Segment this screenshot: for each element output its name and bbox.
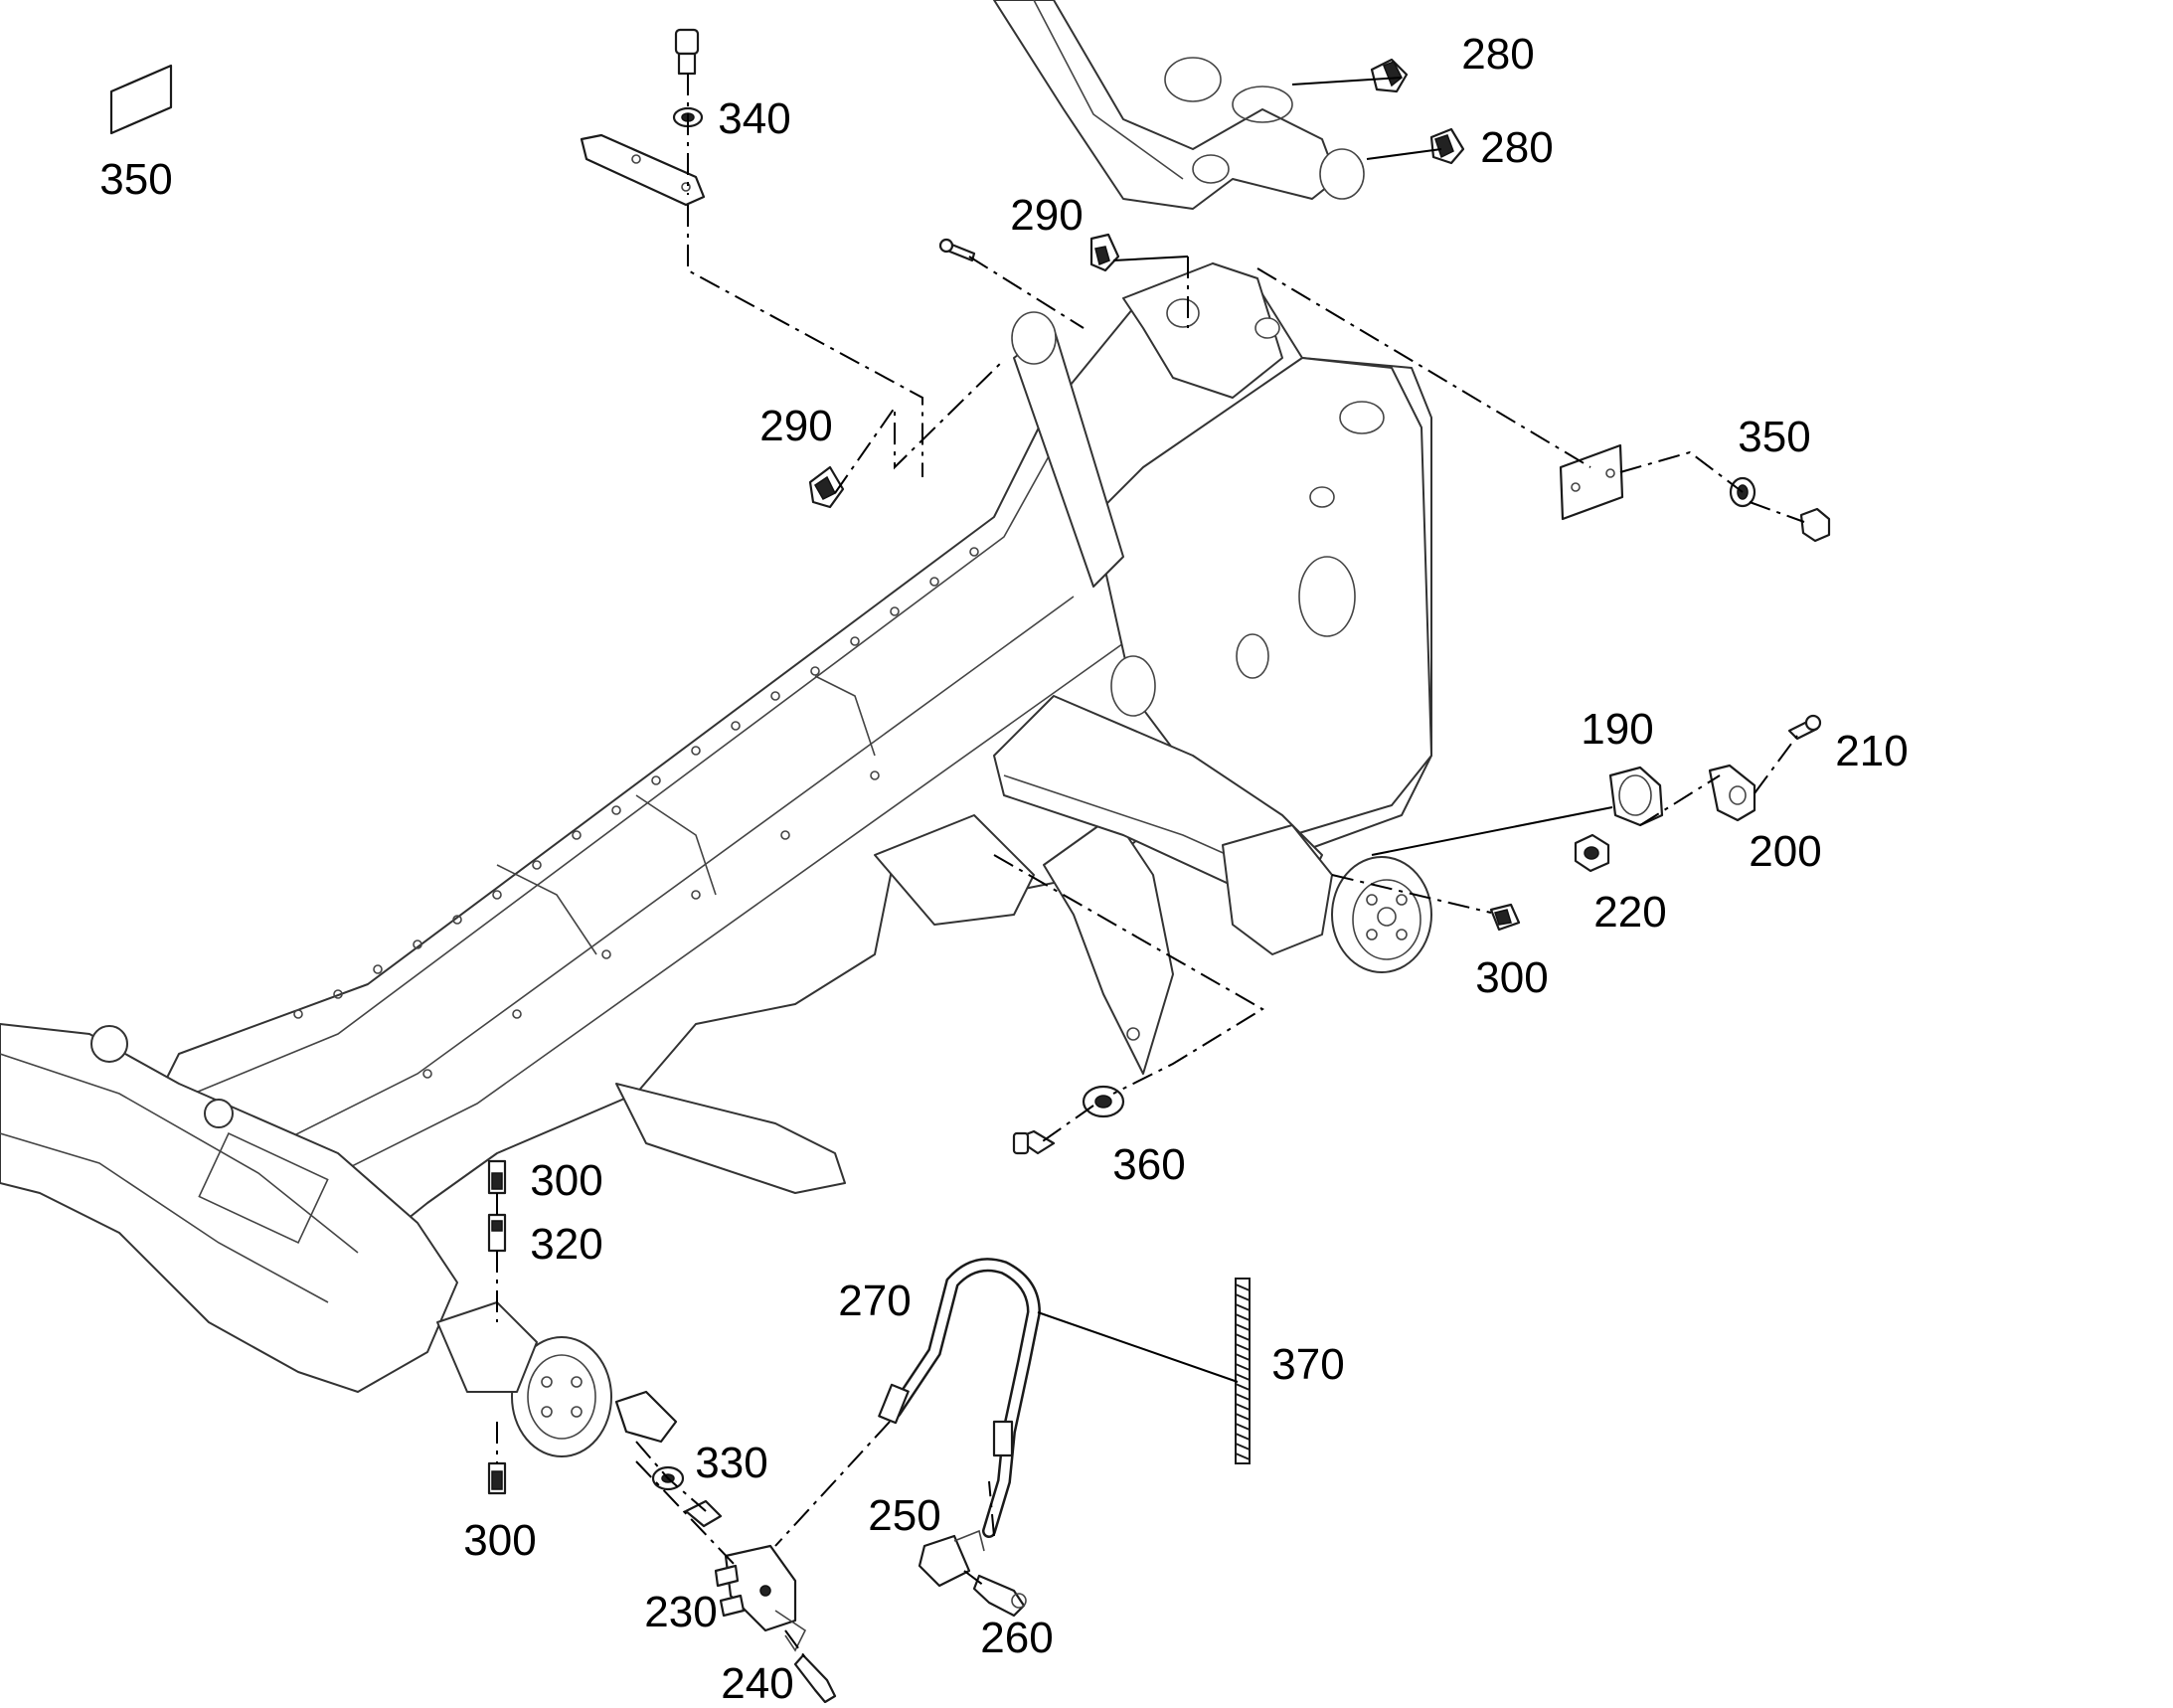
callout-370-label: 370: [1271, 1340, 1345, 1389]
part-360-washer-bolt: [1012, 1085, 1125, 1155]
chassis-frame: [148, 262, 1432, 1254]
part-190-to-220-coupling: [1574, 714, 1822, 873]
part-320-fitting: [487, 1213, 507, 1253]
callout-250-label: 250: [868, 1491, 941, 1540]
part-350-plate-washer-nut: [1559, 443, 1831, 543]
part-340-bolt-washer-plate: [580, 28, 706, 207]
callout-360-label: 360: [1112, 1140, 1186, 1189]
leader-lines: [1037, 77, 1613, 1383]
callout-320-label: 320: [530, 1220, 603, 1269]
part-260-bolt: [972, 1574, 1027, 1618]
part-250-block: [918, 1529, 985, 1588]
callout-290-label-upper: 290: [1010, 191, 1084, 240]
callout-220-label: 220: [1593, 888, 1667, 937]
assembly-lines: [496, 74, 1805, 1661]
callout-350-label: 350: [99, 155, 173, 204]
callout-230-label: 230: [644, 1588, 718, 1636]
part-280-fittings: [1370, 58, 1465, 165]
callout-210-label: 210: [1835, 727, 1909, 775]
callout-200-label: 200: [1749, 827, 1822, 876]
callout-280-label-lower: 280: [1480, 123, 1554, 172]
part-350-label-plate: [109, 64, 173, 135]
callout-330-label: 330: [695, 1439, 768, 1487]
callout-300-label-lower-left: 300: [463, 1516, 537, 1565]
callout-280-label-upper: 280: [1461, 30, 1535, 79]
callout-350-label-right: 350: [1738, 413, 1811, 461]
part-370-spiral-guard: [1235, 1278, 1251, 1464]
part-270-hose: [878, 1258, 1042, 1538]
part-290-fittings: [808, 233, 1120, 509]
callout-340-label: 340: [718, 94, 791, 143]
rear-axle: [993, 695, 1432, 973]
callout-260-label: 260: [980, 1614, 1054, 1662]
front-axle: [0, 1023, 612, 1457]
callout-240-label: 240: [721, 1659, 794, 1708]
callout-290-label-lower: 290: [759, 402, 833, 450]
boom-arm: [993, 0, 1365, 210]
callout-300-label-right: 300: [1475, 953, 1549, 1002]
callout-190-label: 190: [1581, 705, 1654, 754]
part-300-fittings: [487, 903, 1521, 1495]
part-230-valve-block: [714, 1544, 807, 1652]
part-240-bolt: [793, 1653, 837, 1704]
callout-270-label: 270: [838, 1277, 912, 1325]
callout-300-label-upper-left: 300: [530, 1156, 603, 1205]
